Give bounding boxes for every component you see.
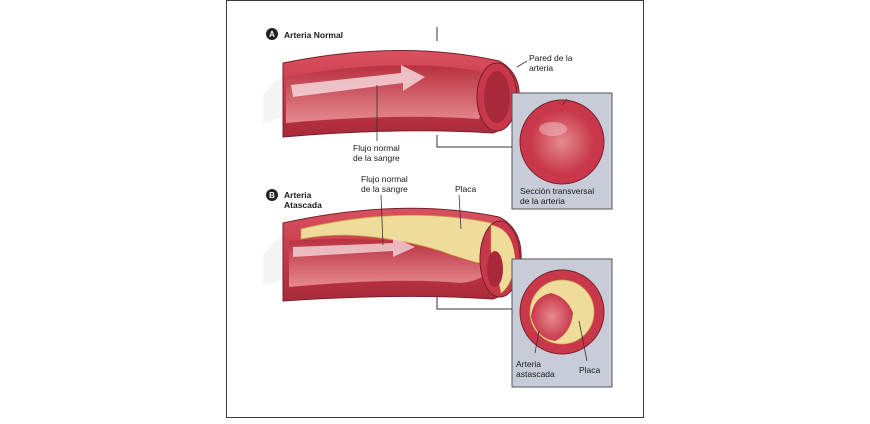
panel-b-title-line1: Arteria — [284, 190, 312, 200]
label-flow-line1-a: Flujo normal — [353, 143, 400, 153]
panel-b: B Arteria Atascada Flujo normal de la sa… — [263, 174, 613, 388]
panel-b-title-line2: Atascada — [284, 200, 322, 210]
label-wall-line2: arteria — [529, 63, 553, 73]
label-flow-line2-a: de la sangre — [353, 153, 400, 163]
label-plaque-b: Placa — [455, 184, 477, 194]
inset-cross-section-normal: Sección transversal de la arteria — [511, 92, 613, 210]
badge-a-text: A — [269, 30, 275, 39]
panel-a-badge: A — [266, 28, 278, 40]
flow-arrow-icon — [291, 65, 425, 97]
label-flow-line2-b: de la sangre — [361, 184, 408, 194]
panel-b-badge: B — [266, 189, 278, 201]
flow-arrow-clogged-icon — [293, 237, 415, 257]
normal-artery — [263, 49, 520, 138]
label-section-line2: de la arteria — [520, 196, 565, 206]
label-section-line1: Sección transversal — [520, 186, 594, 196]
illustration-frame: A Arteria Normal Pared de la arteria Flu… — [226, 0, 644, 418]
label-wall-line1: Pared de la — [529, 53, 573, 63]
clogged-artery — [263, 207, 522, 302]
panel-a-title: Arteria Normal — [284, 30, 343, 40]
label-flow-line1-b: Flujo normal — [361, 174, 408, 184]
label-clogged-line2: astascada — [516, 369, 555, 379]
panel-a: A Arteria Normal Pared de la arteria Flu… — [263, 27, 613, 210]
label-clogged-line1: Arteria — [516, 359, 541, 369]
inset-cross-section-clogged: Arteria astascada Placa — [511, 258, 613, 388]
label-plaque-inset: Placa — [579, 365, 601, 375]
badge-b-text: B — [269, 191, 275, 200]
